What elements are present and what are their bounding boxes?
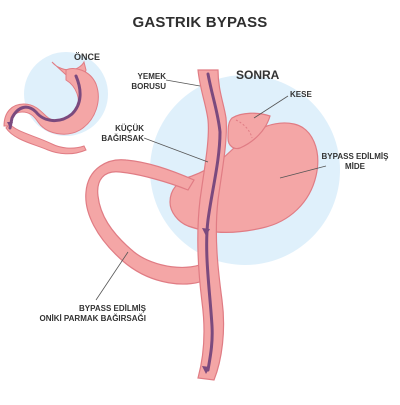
staple-line (235, 119, 253, 139)
label-before: ÖNCE (74, 52, 101, 62)
label-bypassed-duodenum-line1: BYPASS EDİLMİŞ (79, 304, 146, 313)
label-bypassed-stomach: BYPASS EDİLMİŞ MİDE (318, 152, 392, 172)
label-bypassed-duodenum: BYPASS EDİLMİŞ ONİKİ PARMAK BAĞIRSAĞI (10, 304, 146, 324)
diagram-title: GASTRIK BYPASS (132, 14, 268, 31)
food-path-arrow-upper (202, 228, 210, 236)
label-small-intestine: KÜÇÜK BAĞIRSAK (96, 124, 144, 144)
leader-bypassed-stomach (279, 165, 327, 179)
label-pouch: KESE (290, 90, 312, 99)
label-bypassed-duodenum-line2: ONİKİ PARMAK BAĞIRSAĞI (39, 314, 146, 323)
label-esophagus-line1: YEMEK (137, 72, 166, 81)
label-bypassed-stomach-line1: BYPASS EDİLMİŞ (321, 152, 389, 161)
label-after: SONRA (236, 68, 280, 82)
food-path-arrow (202, 366, 210, 374)
label-esophagus-line2: BORUSU (131, 82, 166, 91)
leader-esophagus (165, 79, 201, 87)
label-small-intestine-line2: BAĞIRSAK (101, 134, 144, 143)
leader-lines (95, 79, 327, 301)
leader-small-intestine (143, 137, 209, 163)
leader-pouch (253, 95, 289, 119)
food-path (205, 72, 222, 372)
leader-bypassed-duodenum (95, 251, 129, 301)
label-bypassed-stomach-line2: MİDE (345, 162, 365, 171)
before-stomach (3, 60, 99, 155)
label-small-intestine-line1: KÜÇÜK (115, 124, 144, 133)
label-esophagus: YEMEK BORUSU (126, 72, 166, 92)
